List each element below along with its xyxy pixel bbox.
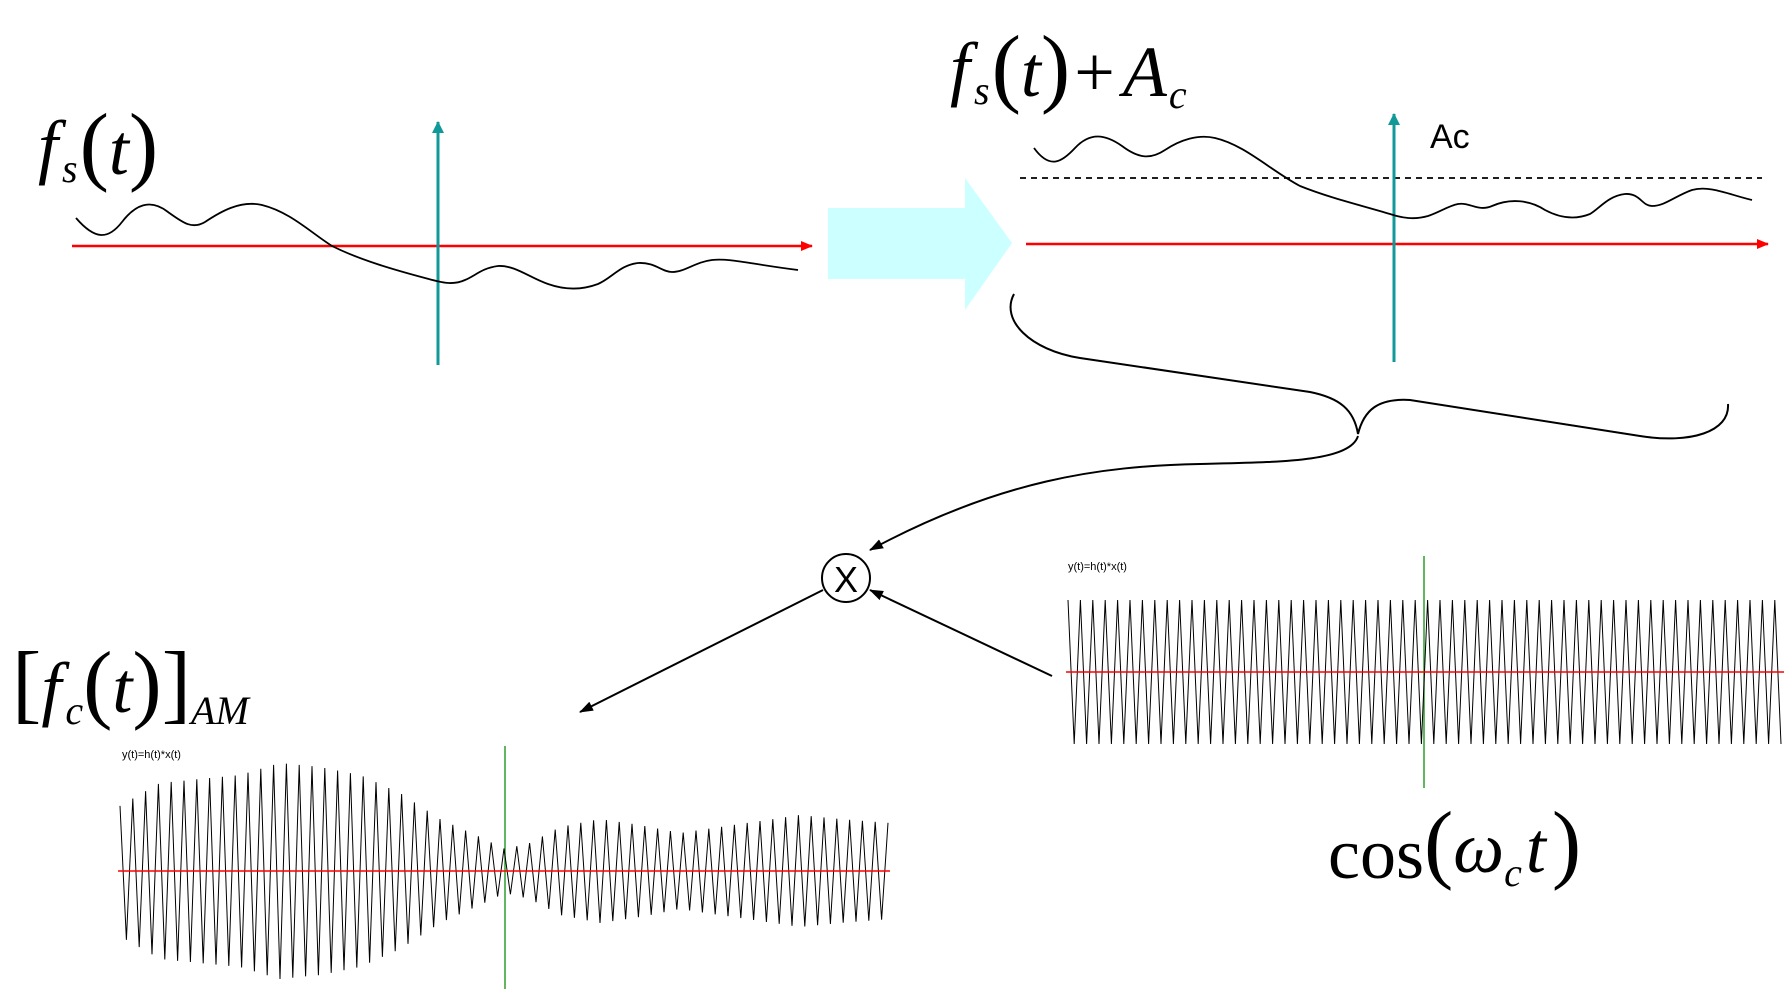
carrier-plot: y(t)=h(t)*x(t) bbox=[1066, 556, 1784, 788]
multiplier-node: X bbox=[821, 553, 871, 603]
offset-waveform bbox=[1033, 135, 1753, 220]
block-arrow bbox=[828, 178, 1012, 310]
carrier-to-multiplier-arrow bbox=[869, 589, 1053, 677]
carrier-plot-title: y(t)=h(t)*x(t) bbox=[1068, 561, 1127, 573]
ac-marker-label: Ac bbox=[1430, 118, 1470, 156]
am-waveform bbox=[119, 763, 889, 980]
am-plot-title: y(t)=h(t)*x(t) bbox=[122, 749, 181, 761]
brace-to-multiplier-arrow bbox=[869, 435, 1359, 551]
baseband-waveform bbox=[75, 202, 799, 290]
grouping-brace bbox=[1009, 293, 1730, 440]
multiplier-to-output-arrow bbox=[579, 589, 824, 713]
multiplier-symbol: X bbox=[834, 559, 858, 600]
am-output-plot: y(t)=h(t)*x(t) bbox=[118, 746, 890, 989]
multiplier-circle bbox=[821, 553, 871, 603]
carrier-label: cos(ωct) bbox=[1328, 795, 1581, 895]
